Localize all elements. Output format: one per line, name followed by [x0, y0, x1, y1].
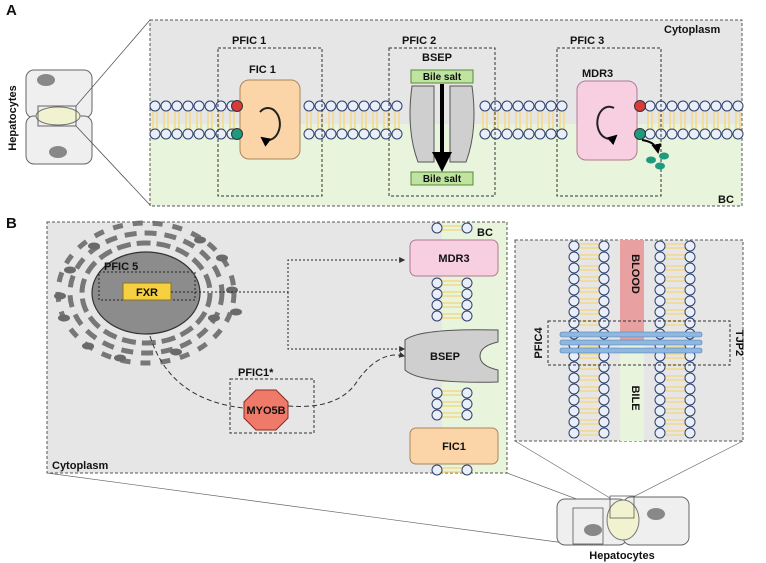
red-lipid-head: [231, 100, 243, 112]
myo5b-to-bsep-line: [287, 351, 406, 407]
teal-lipid-head: [231, 128, 243, 140]
myo5b-label: MYO5B: [246, 405, 285, 417]
pfic1-star-label: PFIC1*: [238, 367, 274, 379]
membrane-a: [149, 100, 744, 140]
pfic1-box: [217, 47, 323, 197]
pfic2-box: [388, 47, 496, 197]
pfic1-title: PFIC 1: [232, 35, 266, 47]
mdr3-label-b: MDR3: [438, 253, 469, 265]
cytoplasm-label-b: Cytoplasm: [52, 460, 108, 472]
bile-salt-tag-bottom: [410, 171, 474, 186]
endoplasmic-reticulum-icon: [54, 220, 242, 366]
bile-salt-tag-top: [410, 69, 474, 84]
bsep-protein-b: [404, 329, 499, 383]
panel-b-letter: B: [6, 215, 17, 232]
flop-arrow-icon: [596, 105, 618, 146]
bile-salt-top-label: Bile salt: [423, 72, 462, 83]
bsep-left-half: [409, 85, 435, 163]
hepatocytes-icon-a: [25, 69, 93, 165]
fic1-protein-b: [409, 427, 499, 465]
pfic3-title: PFIC 3: [570, 35, 604, 47]
fxr-to-mdr3-line: [171, 257, 406, 293]
fic1-protein-a: [239, 79, 301, 160]
fxr-to-bsep-line: [287, 292, 406, 352]
mdr3-label-a: MDR3: [582, 68, 613, 80]
blood-label: BLOOD: [629, 254, 641, 294]
zoom-line-1: [46, 472, 573, 545]
hepatocytes-label-a: Hepatocytes: [7, 85, 19, 150]
hepatocytes-label-b: Hepatocytes: [589, 550, 654, 562]
zoom-line-3: [514, 440, 611, 499]
panel-a-letter: A: [6, 2, 17, 19]
bsep-right-half: [449, 85, 475, 163]
bile-label: BILE: [629, 385, 641, 410]
tjp2-label: TJP2: [733, 330, 745, 356]
pfic3-box: [556, 47, 662, 197]
bc-label-a: BC: [718, 194, 734, 206]
bile-lane: [620, 340, 644, 441]
pfic5-label: PFIC 5: [104, 261, 138, 273]
bile-salt-bottom-label: Bile salt: [423, 174, 462, 185]
pfic4-label: PFIC4: [533, 327, 545, 359]
flip-arrow-icon: [259, 107, 281, 147]
mdr3-protein-b: [409, 239, 499, 277]
fic1-label-b: FIC1: [442, 441, 466, 453]
myo5b-octagon: [243, 389, 289, 431]
zoom-line-4: [632, 440, 744, 498]
bc-label-b: BC: [477, 227, 493, 239]
mdr3-protein-a: [576, 80, 638, 161]
bsep-label-b: BSEP: [430, 351, 460, 363]
hepatocytes-icon-b: [556, 495, 690, 546]
membrane-b: [431, 222, 473, 476]
fxr-label: FXR: [136, 287, 158, 299]
cytoplasm-label-a: Cytoplasm: [664, 24, 720, 36]
bsep-label-a: BSEP: [422, 52, 452, 64]
pfic4-box: [547, 320, 731, 366]
pfic2-title: PFIC 2: [402, 35, 436, 47]
secreted-phospholipid-icon: [646, 152, 669, 170]
junction-membranes: [568, 240, 696, 439]
fic1-label-a: FIC 1: [249, 64, 276, 76]
tjp2-strands: [559, 331, 703, 354]
